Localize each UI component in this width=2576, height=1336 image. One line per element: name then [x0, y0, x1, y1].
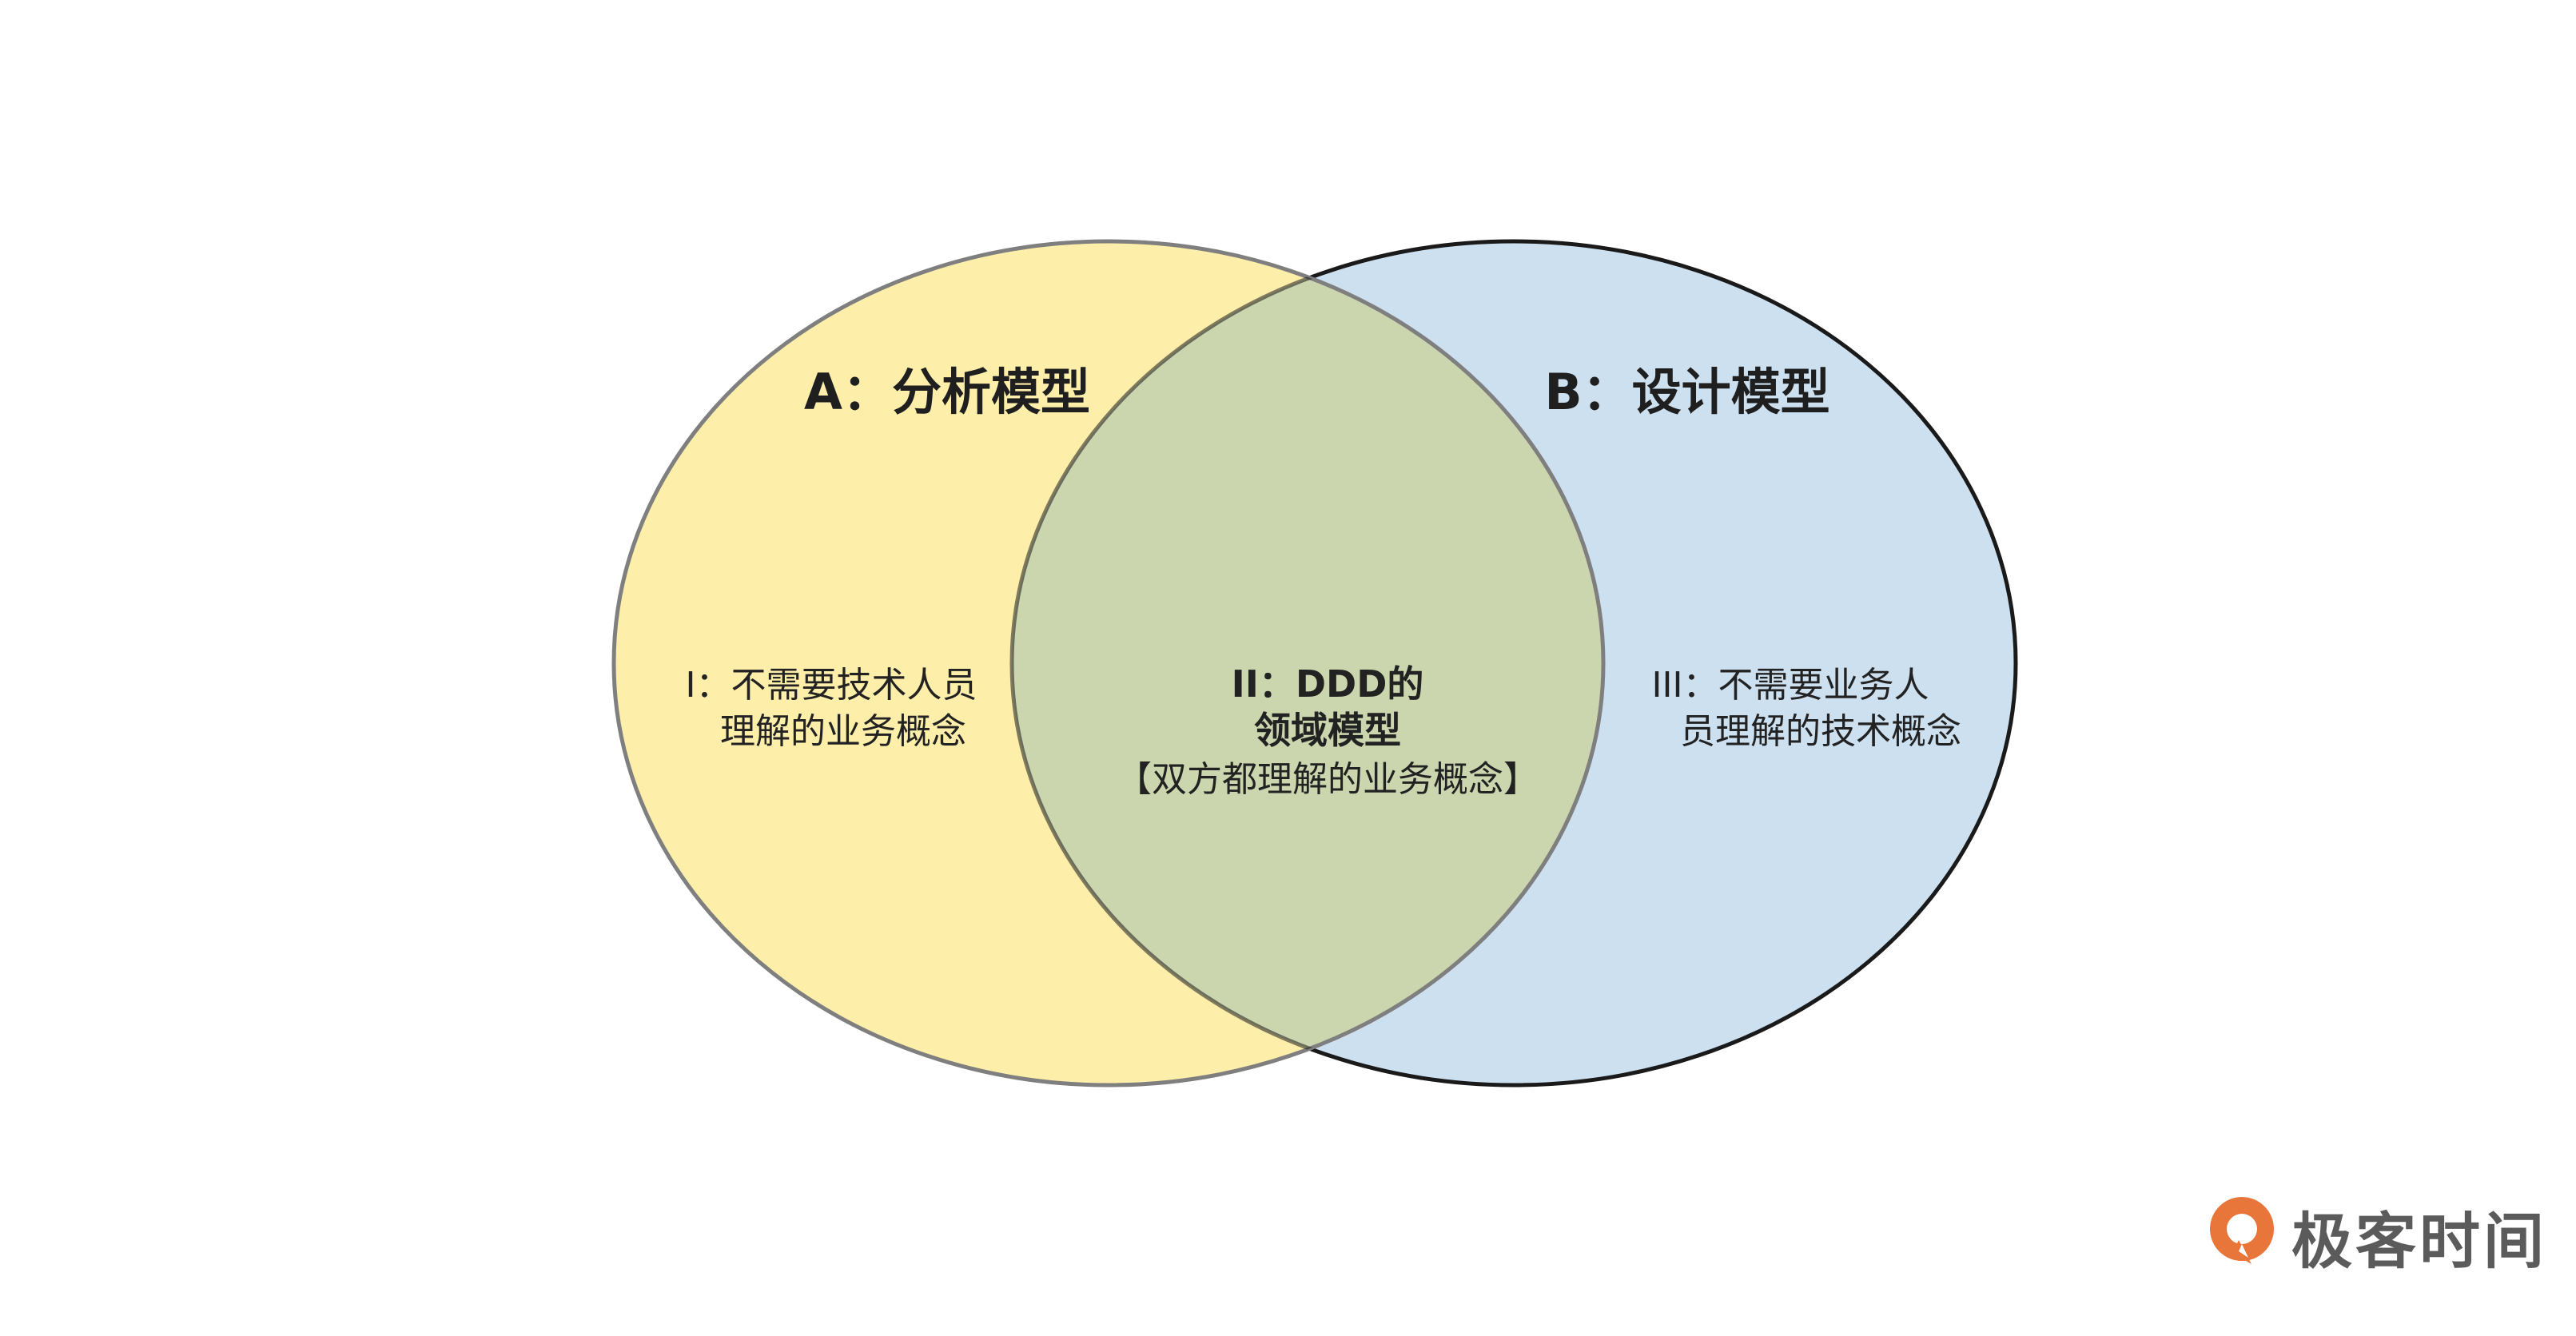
region-i-line-1: I：不需要技术人员 [686, 665, 977, 706]
set-a-title: A：分析模型 [804, 363, 1090, 421]
set-a-outline [611, 239, 1606, 1087]
region-iii-line-1: III：不需要业务人 [1652, 665, 1929, 706]
brand-logo: 极客时间 [2204, 1191, 2547, 1282]
set-b-title: B：设计模型 [1544, 363, 1829, 421]
region-iii-line-2: 员理解的技术概念 [1680, 711, 1961, 752]
region-ii-line-1: II：DDD的 [1232, 662, 1424, 706]
region-i-line-2: 理解的业务概念 [720, 711, 966, 752]
overlap-region [1012, 241, 1603, 1085]
geektime-logo-icon [2204, 1191, 2283, 1282]
brand-name: 极客时间 [2291, 1206, 2547, 1277]
region-ii-line-2: 领域模型 [1254, 709, 1401, 752]
region-ii-line-3: 【双方都理解的业务概念】 [1117, 759, 1539, 800]
set-b-outline [1009, 241, 1603, 1085]
